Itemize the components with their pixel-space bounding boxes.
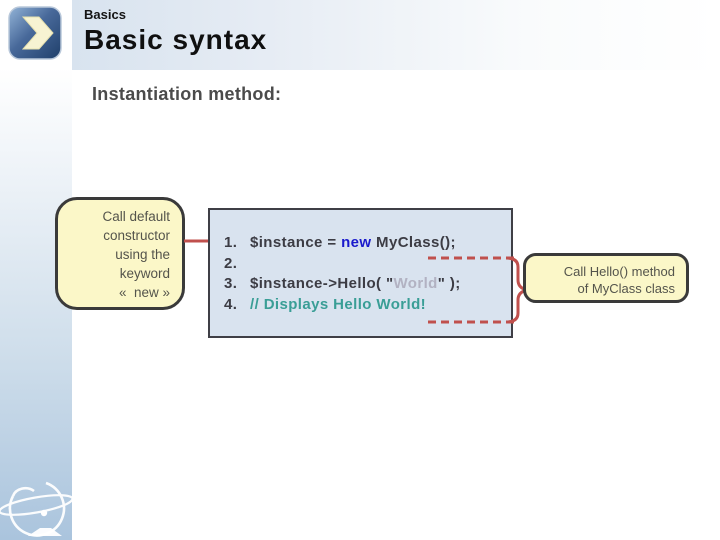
- string-token: World: [393, 275, 438, 292]
- page-title: Basic syntax: [84, 24, 268, 55]
- left-callout-line: Call default: [102, 209, 170, 224]
- swoosh-orbit-logo-icon: [0, 458, 80, 540]
- right-callout-line: Call Hello() method: [563, 264, 675, 279]
- code-row: 4. // Displays Hello World!: [224, 295, 511, 316]
- comment-token: // Displays Hello World!: [250, 295, 427, 313]
- line-number: 2.: [224, 254, 238, 272]
- left-callout-line: using the: [115, 247, 170, 262]
- line-number: 3.: [224, 275, 238, 292]
- line-number: 4.: [224, 295, 238, 313]
- left-gradient-rail: [0, 68, 72, 540]
- code-row: 3. $instance->Hello( "World" );: [224, 274, 511, 295]
- code-box: 1. $instance = new MyClass(); 2. 3. $ins…: [208, 208, 513, 338]
- dashed-brace-connector-icon: [428, 248, 532, 332]
- header-strip: [72, 0, 720, 70]
- slide-subtitle: Instantiation method:: [92, 84, 282, 104]
- code-text: $instance = new MyClass();: [250, 234, 456, 251]
- code-row: 2.: [224, 254, 511, 275]
- line-number: 1.: [224, 234, 238, 251]
- code-row: 1. $instance = new MyClass();: [224, 233, 511, 254]
- right-callout-line: of MyClass class: [577, 281, 675, 296]
- left-callout-line: constructor: [103, 228, 170, 243]
- section-kicker: Basics: [84, 7, 126, 22]
- left-callout-line: keyword: [119, 266, 170, 281]
- left-callout: Call default constructor using the keywo…: [55, 197, 185, 310]
- code-text: $instance->Hello( "World" );: [250, 275, 461, 292]
- right-callout: Call Hello() method of MyClass class: [523, 253, 689, 303]
- keyword-token: new: [341, 234, 372, 251]
- left-callout-line: « new »: [118, 285, 170, 300]
- forward-chevron-icon: [8, 6, 62, 60]
